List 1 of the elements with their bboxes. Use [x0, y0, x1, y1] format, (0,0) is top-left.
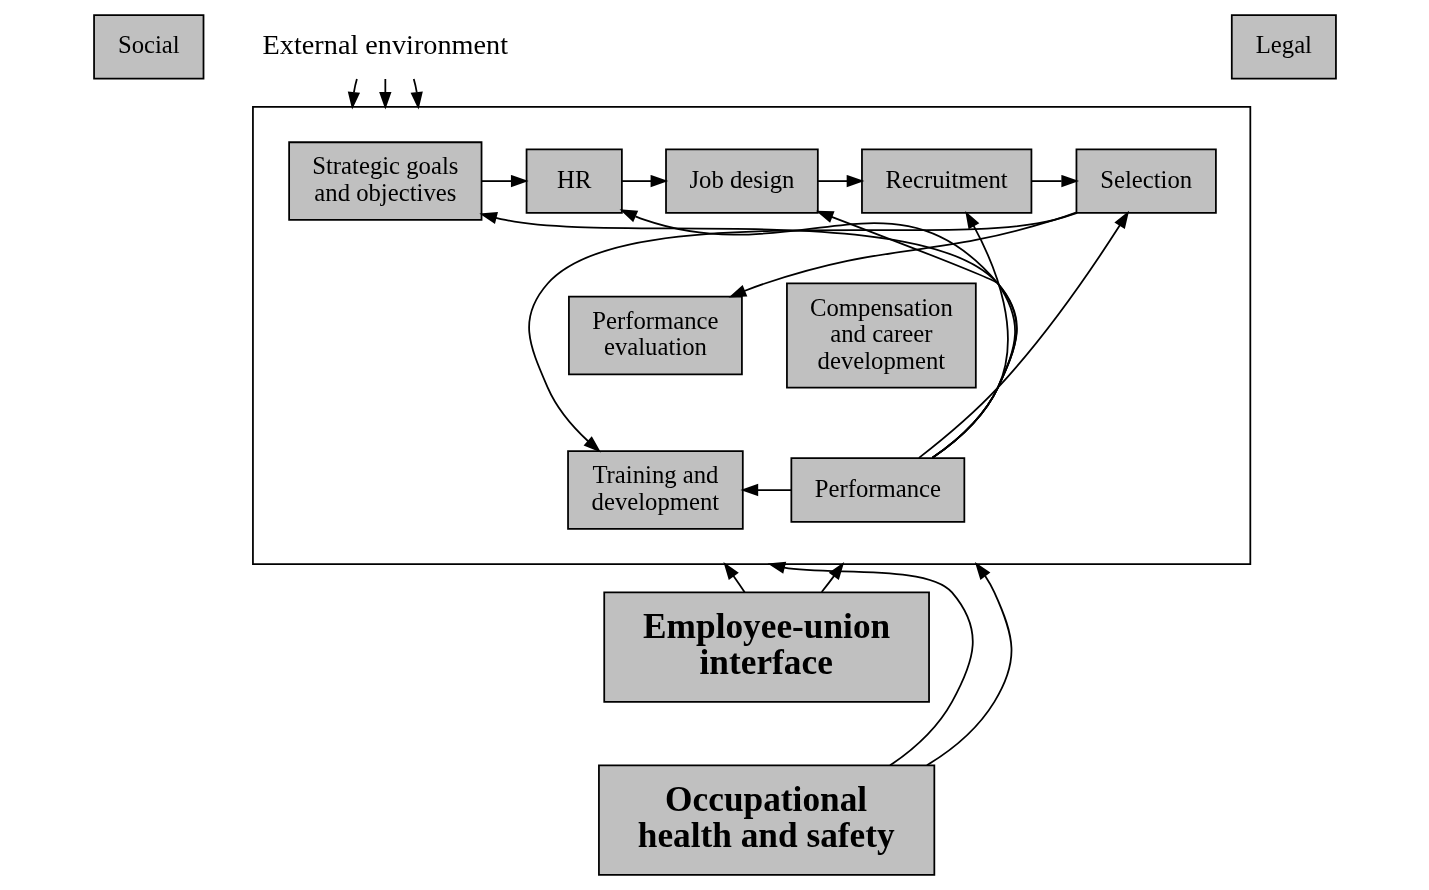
node-text: External environment: [262, 28, 508, 60]
